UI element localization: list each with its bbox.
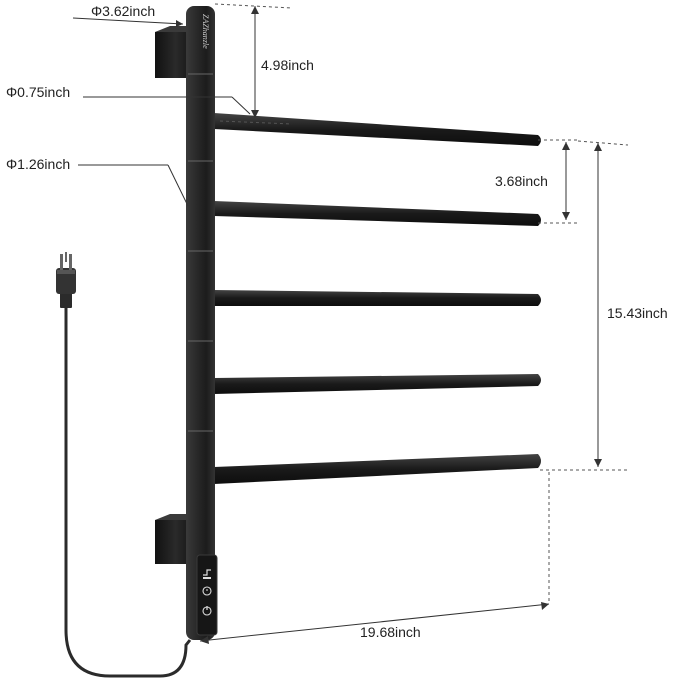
lower-wall-bracket [155,514,189,564]
towel-bar-3 [214,290,541,306]
label-bar-diameter: Φ0.75inch [6,84,70,100]
dimension-top-diameter: Φ3.62inch [72,3,184,27]
towel-bar-5 [214,454,541,484]
label-bar-length: 19.68inch [360,624,421,640]
dimension-bar-diameter: Φ0.75inch [6,84,293,125]
label-pole-diameter: Φ1.26inch [6,156,70,172]
towel-bar-2 [214,201,541,226]
towel-bar-4 [214,374,541,394]
label-bar-spacing: 3.68inch [495,173,548,189]
dimension-bar-spacing: 3.68inch [495,139,578,224]
towel-bar-1 [214,113,541,146]
timer-icon [202,586,212,596]
heat-icon [203,569,211,579]
vertical-pole: ZAZhanzle [186,6,215,640]
power-cord [56,252,192,678]
dimension-bar-length: 19.68inch [199,472,550,644]
brand-logo: ZAZhanzle [201,14,210,49]
label-top-to-bar: 4.98inch [261,57,314,73]
control-panel [196,554,218,636]
upper-wall-bracket [155,26,189,78]
power-icon [202,606,212,616]
label-total-span: 15.43inch [607,305,668,321]
label-top-diameter: Φ3.62inch [91,3,155,19]
dimension-top-to-bar: 4.98inch [214,3,314,118]
towel-bars [214,113,541,484]
dimension-total-span: 15.43inch [540,140,668,471]
dimension-pole-diameter: Φ1.26inch [6,156,189,207]
